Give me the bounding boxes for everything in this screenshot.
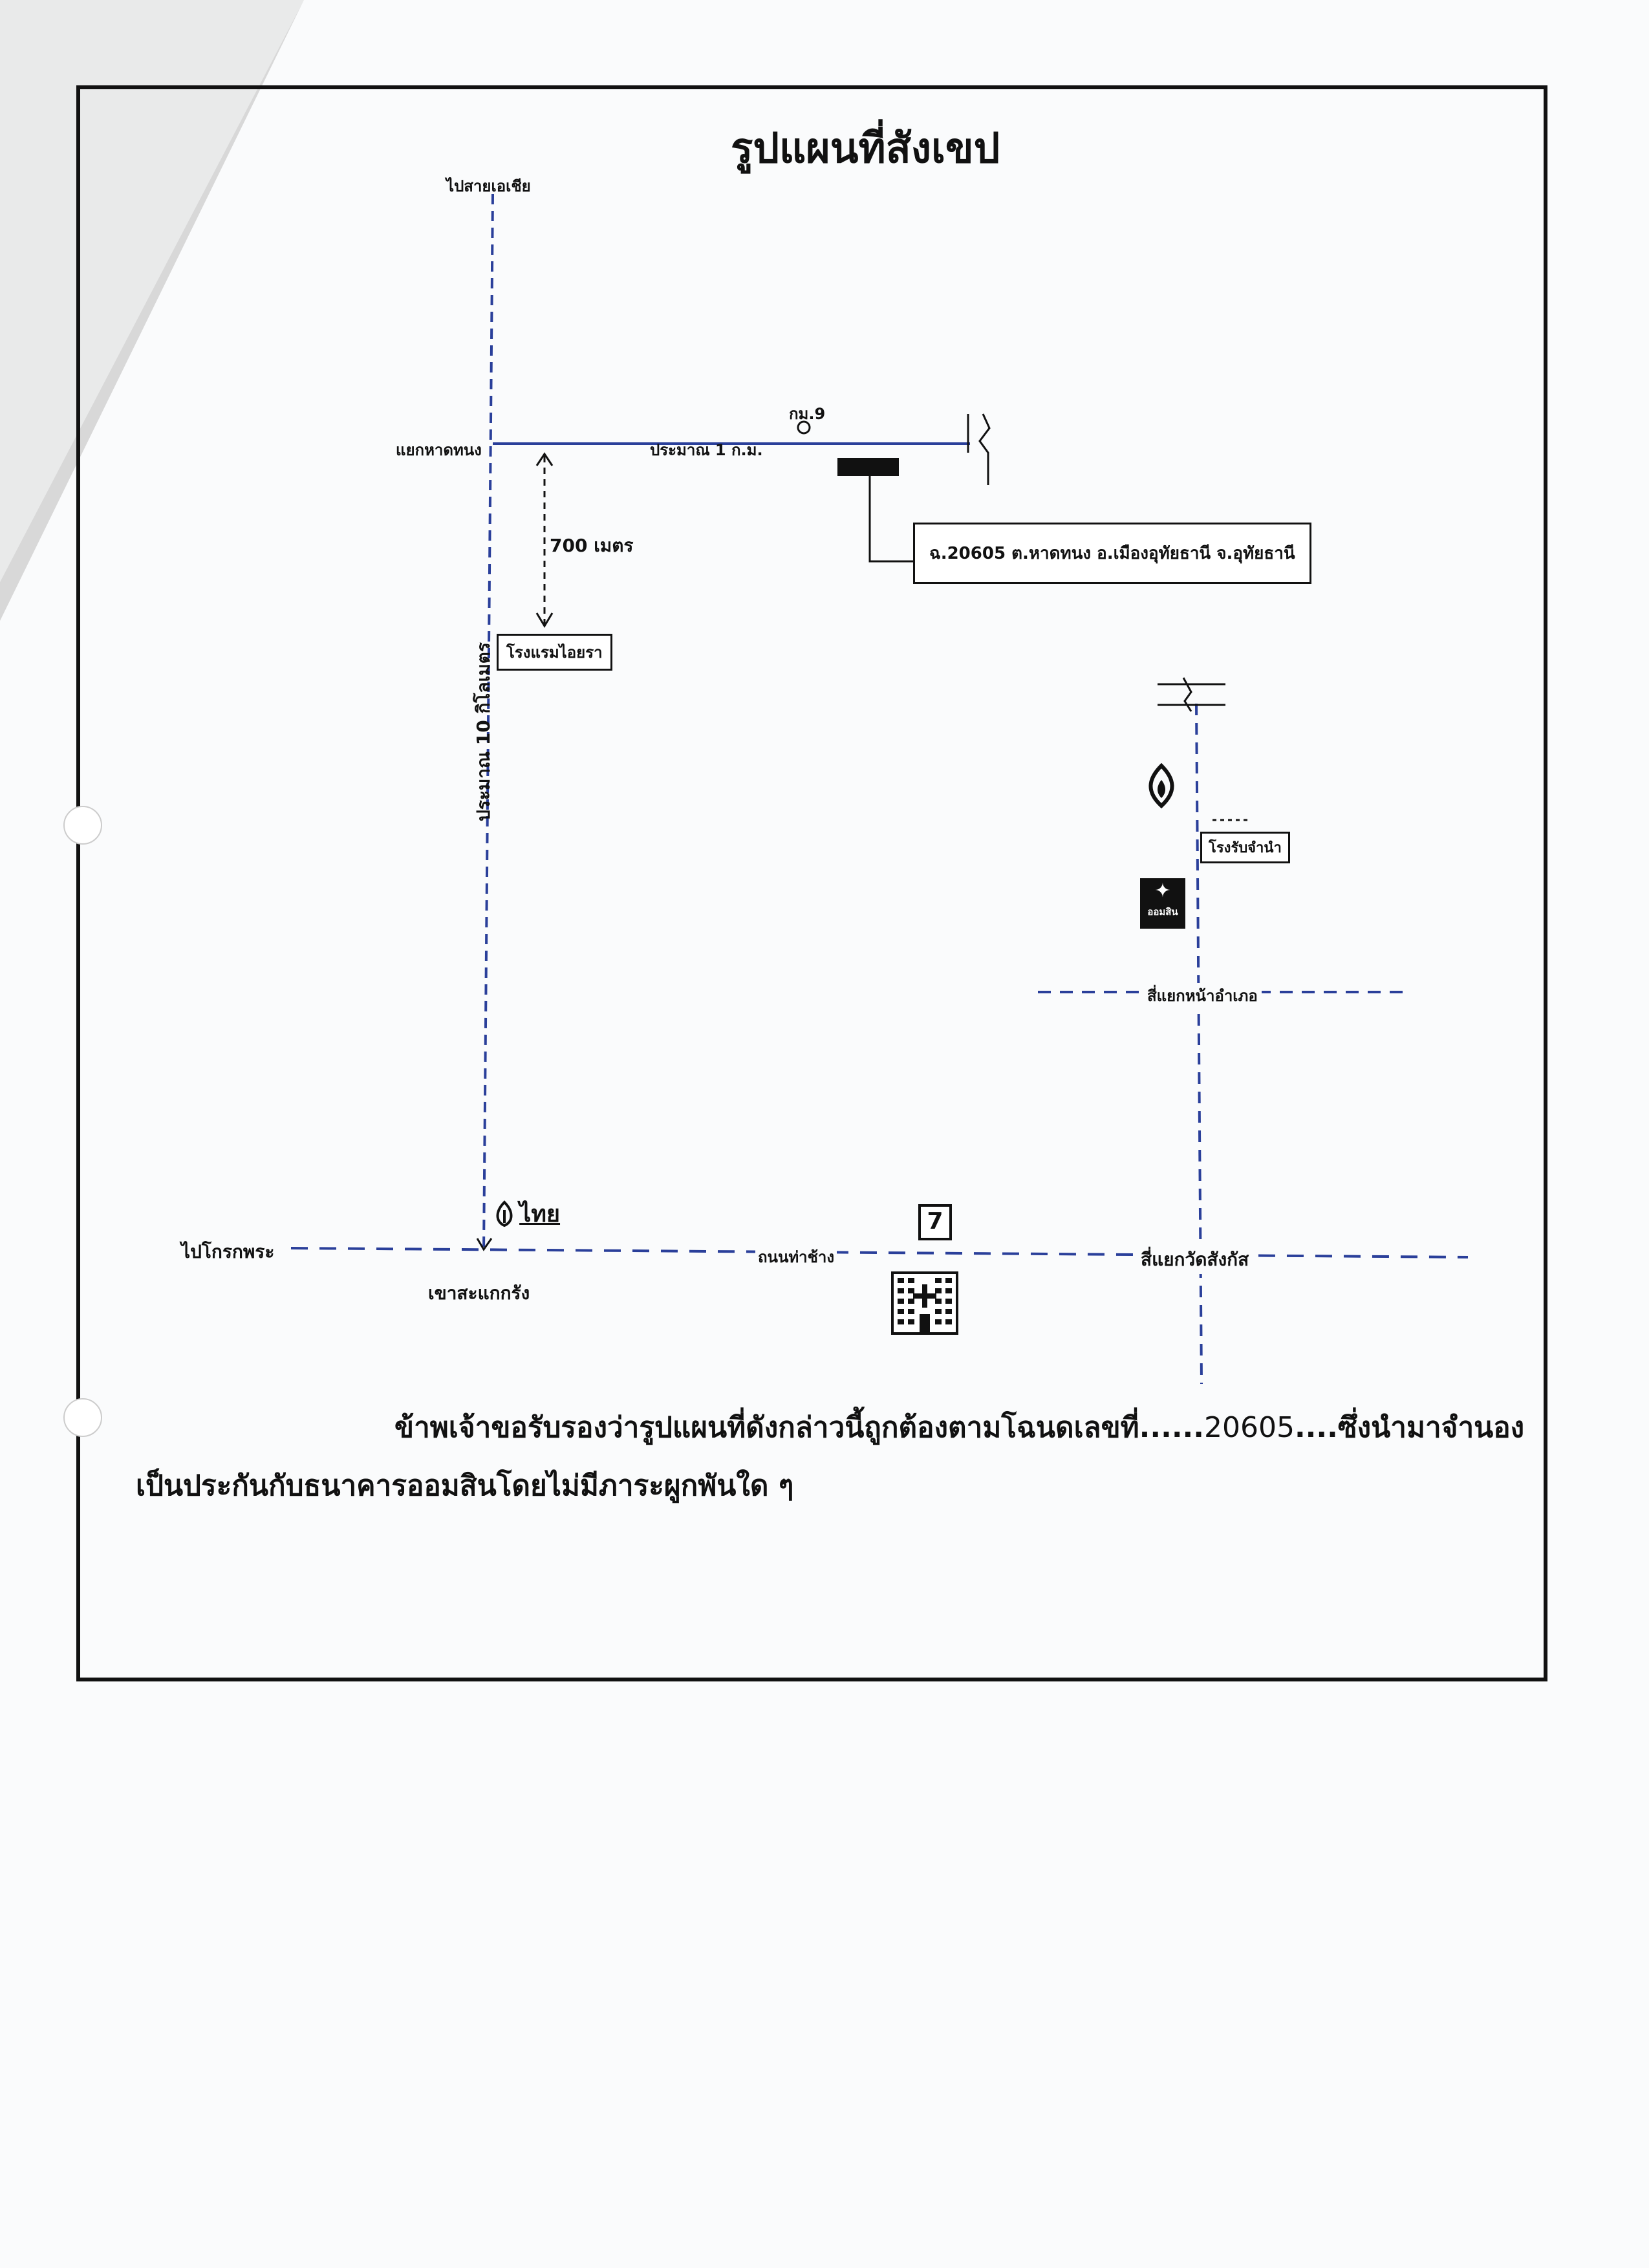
label-approx-1km: ประมาณ 1 ก.ม. bbox=[650, 441, 763, 459]
certification-suffix: ....ซึ่งนำมาจำนอง bbox=[1294, 1411, 1525, 1444]
road-krok-phra bbox=[290, 1247, 1469, 1258]
lotus-icon bbox=[1148, 763, 1174, 809]
deed-location-label: ฉ.20605 ต.หาดทนง อ.เมืองอุทัยธานี จ.อุทั… bbox=[913, 523, 1311, 584]
gsb-emblem: ✦ bbox=[1154, 880, 1171, 902]
label-wat-sangkas-junction: สี่แยกวัดสังกัส bbox=[1137, 1246, 1253, 1274]
seven-eleven-digit: 7 bbox=[927, 1208, 943, 1235]
label-to-asia-road: ไปสายเอเชีย bbox=[446, 177, 531, 195]
label-haad-thanong-junction: แยกหาดทนง bbox=[396, 441, 482, 459]
property-leader-line bbox=[868, 476, 913, 563]
road-break-mark-top bbox=[967, 413, 991, 485]
ptt-logo-text: ไทย bbox=[519, 1201, 561, 1227]
road-asia-vertical bbox=[482, 193, 494, 1252]
certification-line-2: เป็นประกันกับธนาคารออมสินโดยไม่มีภาระผูก… bbox=[136, 1469, 794, 1502]
label-to-krok-phra: ไปโกรกพระ bbox=[181, 1241, 275, 1262]
map-frame bbox=[76, 85, 1547, 1681]
ptt-logo-icon: ไทย bbox=[493, 1195, 561, 1227]
certification-prefix: ข้าพเจ้าขอรับรองว่ารูปแผนที่ดังกล่าวนี้ถ… bbox=[394, 1411, 1204, 1444]
punch-hole-bottom bbox=[63, 1398, 102, 1437]
label-km-marker: กม.9 bbox=[789, 405, 826, 423]
property-parcel bbox=[837, 458, 899, 476]
road-right-vertical bbox=[1195, 703, 1203, 1385]
label-district-office-junction: สี่แยกหน้าอำเภอ bbox=[1143, 983, 1262, 1008]
hotel-label: โรงแรมไอยรา bbox=[497, 634, 612, 671]
gsb-logo-icon: ✦ ออมสิน bbox=[1140, 878, 1185, 929]
map-title: รูปแผนที่สังเขป bbox=[731, 125, 1000, 173]
label-khao-sakae-krang: เขาสะแกกรัง bbox=[428, 1282, 530, 1304]
label-distance-700m: 700 เมตร bbox=[550, 535, 634, 556]
pawnshop-label: โรงรับจำนำ bbox=[1200, 832, 1290, 863]
certification-deed-number: 20605 bbox=[1203, 1411, 1295, 1444]
hospital-building-icon bbox=[891, 1271, 958, 1335]
gsb-logo-text: ออมสิน bbox=[1147, 906, 1178, 918]
label-tha-chang-road: ถนนท่าช้าง bbox=[755, 1244, 837, 1269]
circle-marker-icon bbox=[797, 420, 811, 435]
seven-eleven-icon: 7 bbox=[918, 1204, 952, 1240]
label-approx-10km: ประมาณ 10 กิโลเมตร bbox=[473, 642, 494, 821]
punch-hole-top bbox=[63, 806, 102, 845]
ptt-flame-mark bbox=[496, 1200, 513, 1227]
certification-line-1: ข้าพเจ้าขอรับรองว่ารูปแผนที่ดังกล่าวนี้ถ… bbox=[394, 1405, 1524, 1450]
road-break-mark-right bbox=[1158, 677, 1225, 712]
